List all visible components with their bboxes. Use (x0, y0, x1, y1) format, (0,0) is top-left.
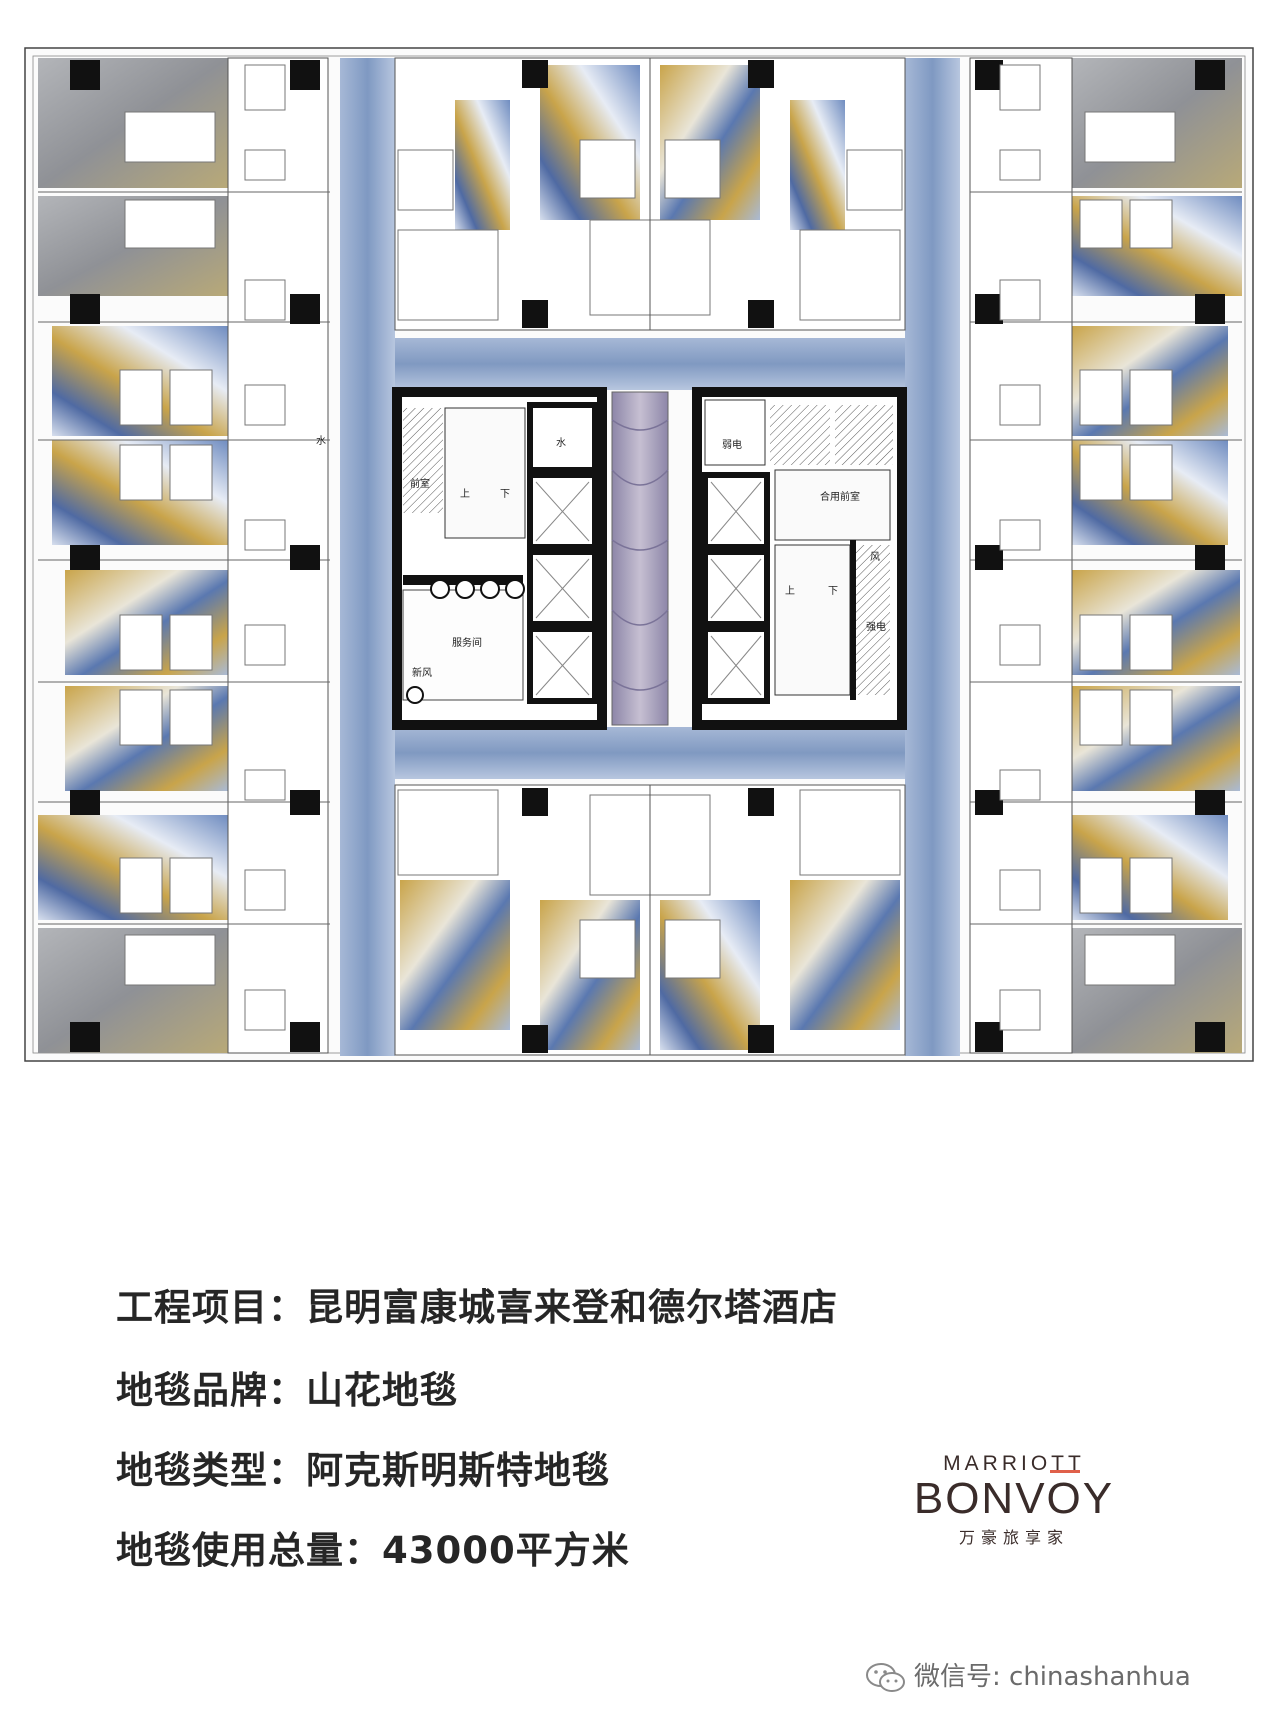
corridor-right (905, 58, 960, 1056)
atrium-void (611, 391, 669, 726)
type-label: 地毯类型： (116, 1449, 306, 1492)
project-value: 昆明富康城喜来登和德尔塔酒店 (306, 1286, 838, 1329)
label-stairs-down: 下 (500, 489, 510, 500)
amount-line: 地毯使用总量：43000平方米 (116, 1520, 630, 1574)
logo-bonvoy-a: BONV (913, 1474, 1047, 1523)
watermark-text: 微信号: chinashanhua (914, 1662, 1191, 1692)
project-line: 工程项目：昆明富康城喜来登和德尔塔酒店 (116, 1277, 838, 1331)
logo-bonvoy: BONVOY (904, 1470, 1124, 1523)
central-core (392, 387, 907, 730)
wechat-watermark: 微信号: chinashanhua (864, 1656, 1191, 1695)
label-water: 水 (316, 435, 326, 447)
label-stairs-up-right: 上 (785, 585, 795, 597)
label-fresh-air: 新风 (412, 666, 432, 679)
brand-value: 山花地毯 (306, 1369, 458, 1412)
label-water-left: 水 (556, 437, 566, 449)
right-room-column (969, 57, 1242, 1054)
label-strong-electric: 强电 (866, 620, 886, 633)
label-shared-front-room: 合用前室 (820, 490, 860, 503)
corridor-bottom (395, 727, 905, 779)
amount-label: 地毯使用总量： (116, 1529, 382, 1572)
type-line: 地毯类型：阿克斯明斯特地毯 (116, 1440, 610, 1494)
amount-value: 43000平方米 (382, 1529, 630, 1572)
label-wind: 风 (870, 551, 880, 563)
top-room-block (394, 57, 906, 331)
project-label: 工程项目： (116, 1286, 306, 1329)
logo-chinese: 万豪旅享家 (958, 1528, 1069, 1547)
label-weak-electric: 弱电 (722, 438, 742, 451)
label-service-room: 服务间 (452, 636, 482, 649)
bottom-room-block (394, 784, 906, 1056)
brand-line: 地毯品牌：山花地毯 (116, 1360, 458, 1414)
corridor-top (395, 338, 905, 390)
corridor-left (340, 58, 395, 1056)
logo-bonvoy-o: O (1046, 1470, 1083, 1523)
hotel-floor-plan: 前室 上 下 水 服务间 新风 合用前室 强电 弱电 风 水 上 下 (24, 47, 1254, 1062)
label-front-room-left: 前室 (410, 477, 430, 490)
label-stairs-down-right: 下 (828, 586, 838, 597)
type-value: 阿克斯明斯特地毯 (306, 1449, 610, 1492)
logo-bonvoy-b: Y (1082, 1474, 1115, 1523)
left-room-column (38, 57, 330, 1054)
logo-marriott: MARRIOTT (943, 1452, 1085, 1475)
brand-label: 地毯品牌： (116, 1369, 306, 1412)
wechat-icon (866, 1662, 905, 1692)
marriott-bonvoy-logo: MARRIOTT BONVOY 万豪旅享家 (904, 1452, 1124, 1548)
label-stairs-up: 上 (460, 488, 470, 500)
